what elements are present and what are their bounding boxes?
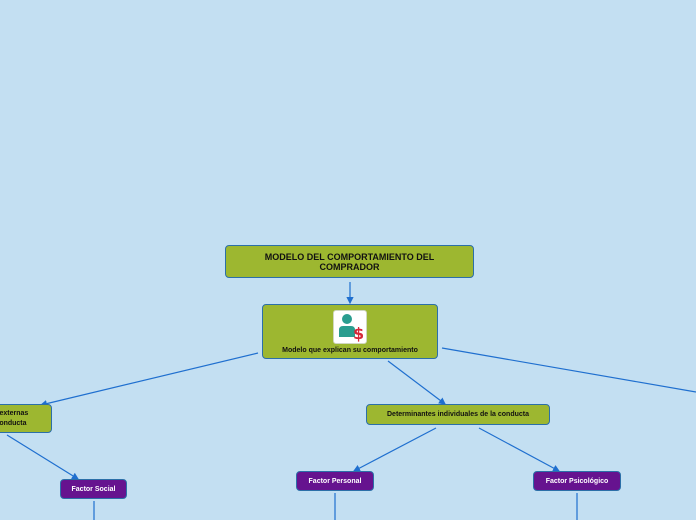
svg-text:$: $ <box>353 324 364 343</box>
connector-modelo-individuales <box>387 360 446 405</box>
topic-modelo[interactable]: $ Modelo que explican su comportamiento <box>262 304 438 359</box>
topic-factor-social[interactable]: Factor Social <box>60 479 127 499</box>
topic-factor-personal-label: Factor Personal <box>308 477 362 485</box>
person-dollar-icon: $ <box>333 309 367 344</box>
connector-individuales-personal <box>352 427 437 472</box>
topic-factor-psicologico-label: Factor Psicológico <box>545 477 609 485</box>
topic-individuales-label: Determinantes individuales de la conduct… <box>387 411 529 418</box>
topic-root-label: MODELO DEL COMPORTAMIENTO DEL COMPRADOR <box>264 251 435 272</box>
topic-individuales[interactable]: Determinantes individuales de la conduct… <box>366 404 550 425</box>
topic-factor-personal[interactable]: Factor Personal <box>296 471 374 491</box>
connector-externas-social <box>6 434 80 480</box>
topic-root[interactable]: MODELO DEL COMPORTAMIENTO DEL COMPRADOR <box>225 245 474 278</box>
topic-externas-label: s externas conducta <box>0 409 29 427</box>
topic-factor-psicologico[interactable]: Factor Psicológico <box>533 471 621 491</box>
connector-modelo-externas <box>39 352 259 408</box>
topic-factor-social-label: Factor Social <box>71 485 116 493</box>
topic-externas[interactable]: s externas conducta <box>0 404 52 433</box>
topic-modelo-label: Modelo que explican su comportamiento <box>282 346 418 354</box>
connector-modelo-offscreen <box>441 347 696 393</box>
connector-individuales-psicologico <box>478 427 561 472</box>
